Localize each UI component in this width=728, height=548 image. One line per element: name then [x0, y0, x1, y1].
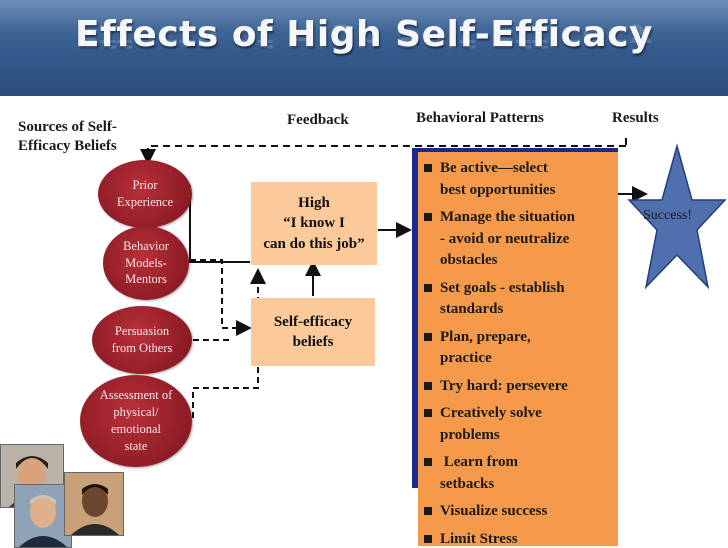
sources-header: Sources of Self- Efficacy Beliefs — [18, 118, 117, 156]
behavior-text: Be active—select — [440, 160, 548, 176]
source-text: Experience — [116, 195, 174, 209]
behavioral-patterns-header: Behavioral Patterns — [416, 110, 544, 126]
success-label: Success! — [643, 208, 692, 223]
behavior-item: Learn from setbacks — [424, 452, 614, 495]
behavior-text: Plan, prepare, — [440, 328, 531, 345]
bullet-icon — [424, 409, 432, 417]
source-oval-persuasion: Persuasion from Others — [92, 306, 192, 374]
behavior-text: Set goals - establish — [440, 279, 565, 296]
bullet-icon — [424, 534, 432, 543]
assessment-connector — [192, 268, 266, 418]
behavior-text: practice — [440, 350, 492, 366]
source-text: emotional — [110, 422, 161, 436]
bullet-icon — [424, 381, 432, 390]
behavior-text: Limit Stress — [440, 530, 518, 547]
behavior-item: Plan, prepare, practice — [424, 327, 614, 370]
behavior-text: Learn from — [440, 454, 519, 470]
behavior-item: Limit Stress — [424, 529, 614, 547]
source-text: Mentors — [125, 272, 167, 287]
page-title: Effects of High Self-Efficacy — [74, 14, 654, 55]
feedback-header: Feedback — [287, 112, 349, 128]
bullet-icon — [424, 507, 432, 515]
source-text: physical/ — [113, 405, 159, 420]
results-header: Results — [612, 110, 659, 126]
bullet-icon — [424, 213, 432, 221]
sources-header-line2: Efficacy Beliefs — [18, 138, 117, 154]
person-icon — [65, 473, 123, 535]
bullet-icon — [424, 164, 432, 172]
source-oval-assessment: Assessment of physical/ emotional state — [80, 375, 192, 467]
behavior-text: - avoid or neutralize — [440, 230, 570, 247]
source-text: Behavior — [123, 238, 169, 253]
prior-experience-connector — [189, 185, 250, 263]
behavior-models-connector — [190, 259, 252, 336]
behavior-item: Be active—select best opportunities — [424, 158, 614, 201]
behavior-text: Try hard: persevere — [440, 377, 568, 394]
title-banner: Effects of High Self-Efficacy Effects of… — [0, 0, 728, 96]
behavior-text: setbacks — [440, 475, 495, 492]
behavior-text: problems — [440, 426, 500, 443]
source-text: Assessment of — [99, 388, 173, 403]
banner-shine — [0, 0, 728, 30]
behaviors-panel: Be active—select best opportunities Manag… — [418, 152, 618, 546]
behavior-text: Manage the situation — [440, 209, 575, 225]
behavior-item: Try hard: persevere — [424, 376, 614, 398]
sources-header-line1: Sources of Self- — [18, 119, 117, 135]
person-photo-3 — [64, 472, 124, 536]
behavior-item: Set goals - establish standards — [424, 278, 614, 321]
behavior-text: Creatively solve — [440, 405, 542, 421]
behavior-text: Visualize success — [440, 503, 548, 519]
source-text: Prior — [132, 178, 158, 193]
behavior-text: standards — [440, 301, 504, 317]
box-text: can do this job” — [263, 235, 365, 252]
self-efficacy-beliefs-box: Self-efficacy beliefs — [251, 298, 375, 366]
success-star-shape — [627, 143, 727, 290]
source-text: from Others — [111, 341, 173, 355]
behavior-item: Visualize success — [424, 501, 614, 523]
behavior-item: Creatively solve problems — [424, 403, 614, 446]
source-oval-behavior-models: Behavior Models- Mentors — [103, 226, 189, 300]
behavior-text: best opportunities — [440, 181, 556, 198]
source-text: state — [124, 438, 148, 453]
behavior-item: Manage the situation - avoid or neutraliz… — [424, 207, 614, 272]
box-text: Self-efficacy — [273, 313, 353, 330]
feedback-loop-line — [148, 138, 627, 163]
bullet-icon — [424, 283, 432, 292]
bullet-icon — [424, 332, 432, 341]
box-text: beliefs — [292, 334, 334, 350]
box-text: High — [298, 195, 330, 212]
bullet-icon — [424, 458, 432, 466]
source-text: Persuasion — [114, 324, 170, 339]
behavior-text: obstacles — [440, 252, 498, 268]
high-efficacy-box: High “I know I can do this job” — [251, 182, 377, 265]
person-icon — [15, 485, 71, 547]
source-text: Models- — [125, 255, 167, 270]
box-text: “I know I — [283, 215, 345, 232]
source-oval-prior-experience: Prior Experience — [98, 160, 192, 228]
